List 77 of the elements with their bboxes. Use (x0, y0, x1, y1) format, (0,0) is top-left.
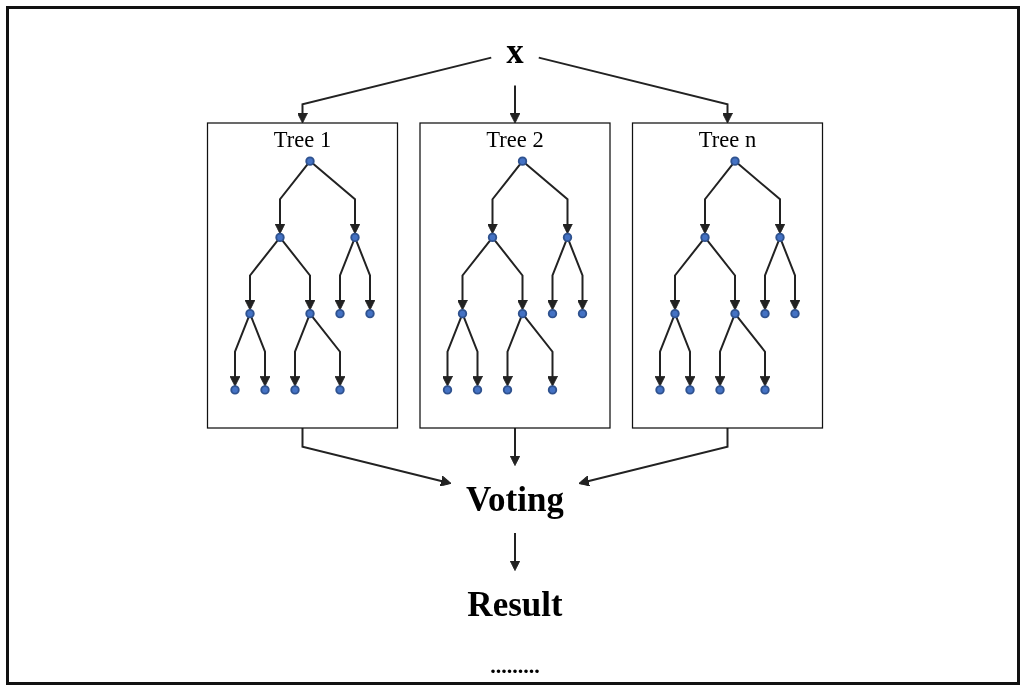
node-ellipse (472, 385, 483, 395)
arrow (311, 315, 346, 387)
arrow (523, 315, 558, 387)
node-ellipse (335, 385, 345, 395)
arrow (297, 56, 493, 124)
arrow (281, 239, 316, 311)
node-ellipse (730, 308, 740, 319)
node-ellipse (305, 308, 315, 319)
node-ellipse (577, 308, 588, 319)
arrow (355, 239, 376, 311)
arrow (502, 316, 523, 387)
node-ellipse (245, 308, 255, 319)
node-text: x (506, 31, 524, 71)
node-ellipse (290, 385, 300, 395)
arrow (289, 316, 310, 387)
arrow (780, 239, 801, 311)
node-ellipse (775, 232, 785, 243)
node-ellipse (670, 308, 680, 319)
node-text: Voting (466, 479, 564, 518)
node-ellipse (547, 308, 558, 319)
node-ellipse (790, 308, 800, 319)
arrow (714, 316, 735, 387)
node-ellipse (730, 156, 740, 166)
arrow (274, 163, 309, 235)
arrow (509, 427, 521, 466)
node-ellipse (655, 385, 665, 395)
arrow (442, 316, 463, 387)
arrow (487, 163, 522, 235)
ellipsis-text: ......... (490, 653, 540, 678)
node-ellipse (457, 308, 468, 319)
arrow (250, 316, 271, 387)
arrow (567, 239, 588, 311)
node-ellipse (487, 232, 498, 243)
arrow (493, 239, 528, 311)
node-ellipse (517, 156, 528, 166)
node-ellipse (502, 385, 513, 395)
node-text: Result (467, 584, 563, 623)
cluster: Tree n (631, 122, 824, 429)
arrow (699, 163, 734, 235)
arrow (669, 239, 704, 311)
node-ellipse (685, 385, 695, 395)
arrow (457, 239, 492, 311)
arrow (706, 239, 741, 311)
arrow (311, 162, 361, 235)
node-ellipse (275, 232, 285, 243)
arrow (229, 316, 250, 387)
node-ellipse (350, 232, 360, 243)
node-ellipse (715, 385, 725, 395)
arrow (509, 84, 521, 124)
arrow (301, 427, 452, 487)
arrow (334, 239, 355, 311)
node-ellipse (547, 385, 558, 395)
arrow (654, 316, 675, 387)
node-ellipse (760, 385, 770, 395)
node-ellipse (305, 156, 315, 166)
arrow (675, 316, 696, 387)
cluster: Tree 1 (206, 122, 399, 429)
node-ellipse (365, 308, 375, 319)
node-ellipse (335, 308, 345, 319)
node-ellipse (517, 308, 528, 319)
arrow (547, 239, 568, 311)
arrow (462, 316, 483, 387)
arrow (524, 162, 573, 235)
node-ellipse (562, 232, 573, 243)
node-ellipse (260, 385, 270, 395)
node-ellipse (760, 308, 770, 319)
node-ellipse (230, 385, 240, 395)
cluster: Tree 2 (419, 122, 611, 429)
arrow (578, 427, 729, 487)
arrow (244, 239, 279, 311)
arrow (537, 56, 733, 124)
arrow (736, 162, 786, 235)
node-ellipse (700, 232, 710, 243)
arrow (736, 315, 771, 387)
arrow (509, 532, 521, 571)
arrow (759, 239, 780, 311)
node-ellipse (442, 385, 453, 395)
